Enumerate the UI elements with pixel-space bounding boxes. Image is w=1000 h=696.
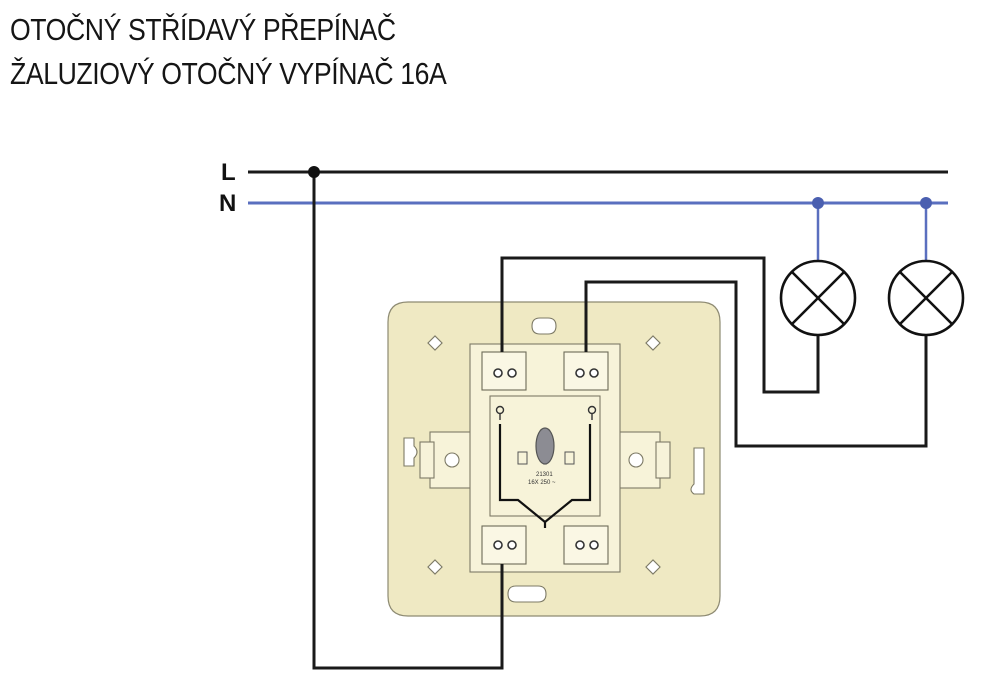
- corner-mark-br: [645, 559, 661, 575]
- corner-mark-tl: [427, 335, 443, 351]
- output-wire-1: [500, 256, 820, 394]
- neutral-junction-dot-1: [812, 197, 824, 209]
- contact-path-left: [498, 424, 546, 523]
- slot-right: [690, 447, 705, 495]
- terminal-bottom-right: [563, 525, 609, 565]
- title-line-1: OTOČNÝ STŘÍDAVÝ PŘEPÍNAČ: [10, 12, 396, 47]
- label-live: L: [221, 159, 236, 186]
- claw-right-tab: [655, 441, 671, 479]
- output-wire-2: [584, 280, 928, 448]
- neutral-junction-dot-2: [920, 197, 932, 209]
- label-neutral: N: [219, 190, 236, 217]
- rotary-knob: [535, 427, 555, 465]
- switch-mechanism: 21301 16X 250 ~: [387, 301, 721, 617]
- terminal-lamp-icon-right: [587, 405, 597, 420]
- corner-mark-bl: [427, 559, 443, 575]
- live-feed-wire: [312, 172, 504, 670]
- title-line-2: ŽALUZIOVÝ OTOČNÝ VYPÍNAČ 16A: [10, 56, 447, 91]
- claw-right-screw: [628, 452, 644, 468]
- terminal-top-right: [563, 351, 609, 391]
- slot-left: [403, 437, 418, 467]
- corner-mark-tr: [645, 335, 661, 351]
- slot-bottom: [507, 585, 547, 603]
- terminal-top-left: [481, 351, 527, 391]
- claw-left-screw: [444, 452, 460, 468]
- contact-path-right: [544, 424, 592, 523]
- terminal-lamp-icon-left: [495, 405, 505, 420]
- core-slot-left: [517, 451, 528, 465]
- lamp-2-icon: [887, 259, 965, 337]
- live-junction-dot: [308, 166, 320, 178]
- device-marking-1: 21301: [536, 472, 553, 478]
- title-block: OTOČNÝ STŘÍDAVÝ PŘEPÍNAČ ŽALUZIOVÝ OTOČN…: [10, 8, 517, 96]
- lamp-1-icon: [779, 259, 857, 337]
- core-slot-right: [564, 451, 575, 465]
- claw-left-tab: [419, 441, 435, 479]
- terminal-bottom-left: [481, 525, 527, 565]
- slot-top: [531, 317, 557, 335]
- device-marking-2: 16X 250 ~: [528, 480, 556, 486]
